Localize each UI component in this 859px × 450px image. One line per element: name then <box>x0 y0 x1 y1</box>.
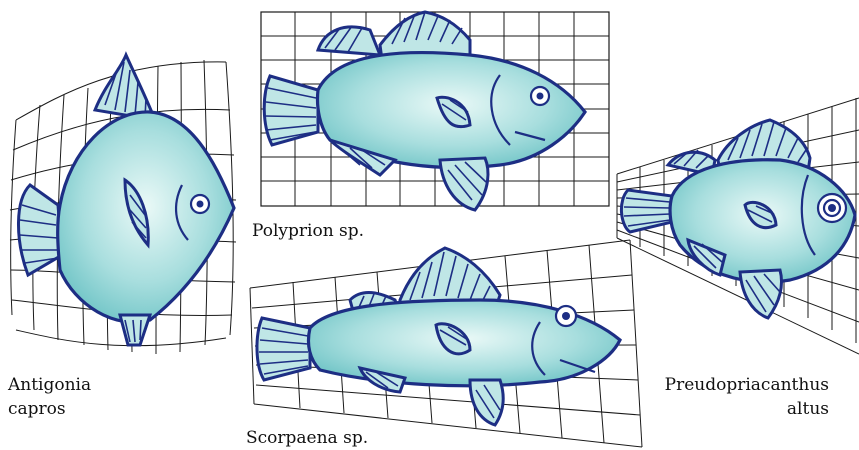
antigonia-panel <box>10 55 236 354</box>
preudopriacanthus-label-line-2: altus <box>665 397 829 421</box>
preudopriacanthus-label: Preudopriacanthus altus <box>665 373 829 421</box>
antigonia-fish-icon <box>18 55 234 345</box>
preudopriacanthus-panel <box>617 98 859 354</box>
preudopriacanthus-fish-icon <box>621 120 855 318</box>
scorpaena-label-line-1: Scorpaena sp. <box>246 426 368 450</box>
polyprion-panel <box>261 12 609 210</box>
antigonia-label-line-2: capros <box>8 397 91 421</box>
polyprion-fish-icon <box>264 12 585 210</box>
polyprion-label-line-1: Polyprion sp. <box>252 219 364 243</box>
scorpaena-panel <box>250 240 642 447</box>
antigonia-label: Antigonia capros <box>8 373 91 421</box>
antigonia-label-line-1: Antigonia <box>8 373 91 397</box>
polyprion-label: Polyprion sp. <box>252 219 364 243</box>
preudopriacanthus-label-line-1: Preudopriacanthus <box>665 373 829 397</box>
scorpaena-fish-icon <box>257 248 620 425</box>
scorpaena-label: Scorpaena sp. <box>246 426 368 450</box>
